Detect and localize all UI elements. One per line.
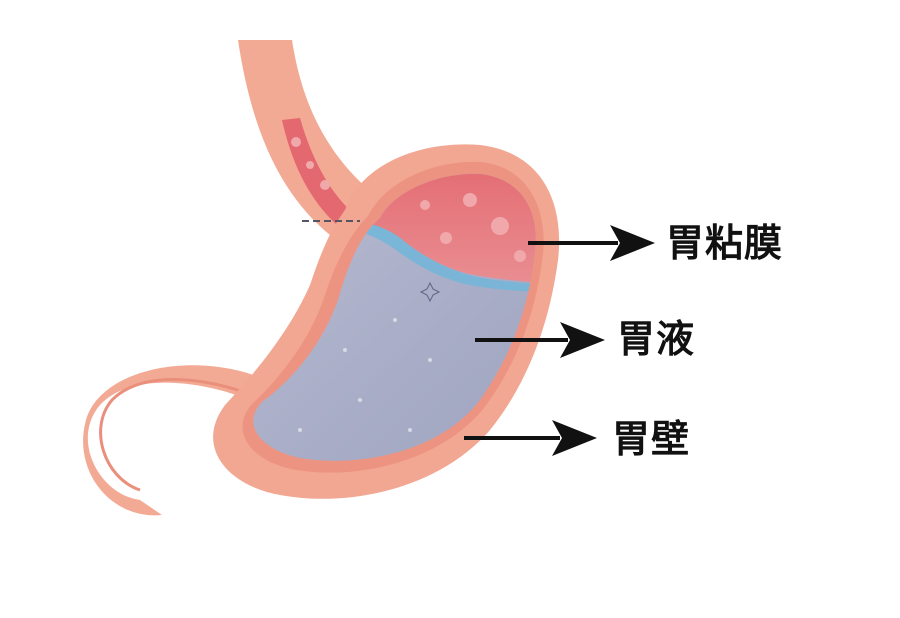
label-stomach-wall: 胃壁 xyxy=(612,417,691,461)
duodenum xyxy=(83,365,262,516)
label-gastric-juice: 胃液 xyxy=(617,317,696,361)
arrow-mucosa xyxy=(528,225,655,261)
arrow-gastric-juice xyxy=(475,322,605,358)
bubble xyxy=(514,250,526,262)
bubble xyxy=(306,161,314,169)
bubble xyxy=(463,193,477,207)
speck xyxy=(358,398,362,402)
esophagus xyxy=(238,40,375,235)
arrow-stomach-wall xyxy=(464,420,597,456)
bubble xyxy=(440,232,452,244)
bubble xyxy=(291,137,301,147)
speck xyxy=(343,348,347,352)
liquid-surface xyxy=(350,220,536,292)
bubble xyxy=(491,217,509,235)
bubble xyxy=(320,180,330,190)
label-gastric-mucosa: 胃粘膜 xyxy=(666,221,784,265)
speck xyxy=(428,358,432,362)
speck xyxy=(298,428,302,432)
bubble xyxy=(420,200,430,210)
speck xyxy=(408,428,412,432)
duodenum-lining xyxy=(99,377,245,492)
sparkle-mark xyxy=(419,281,441,303)
speck xyxy=(393,318,397,322)
